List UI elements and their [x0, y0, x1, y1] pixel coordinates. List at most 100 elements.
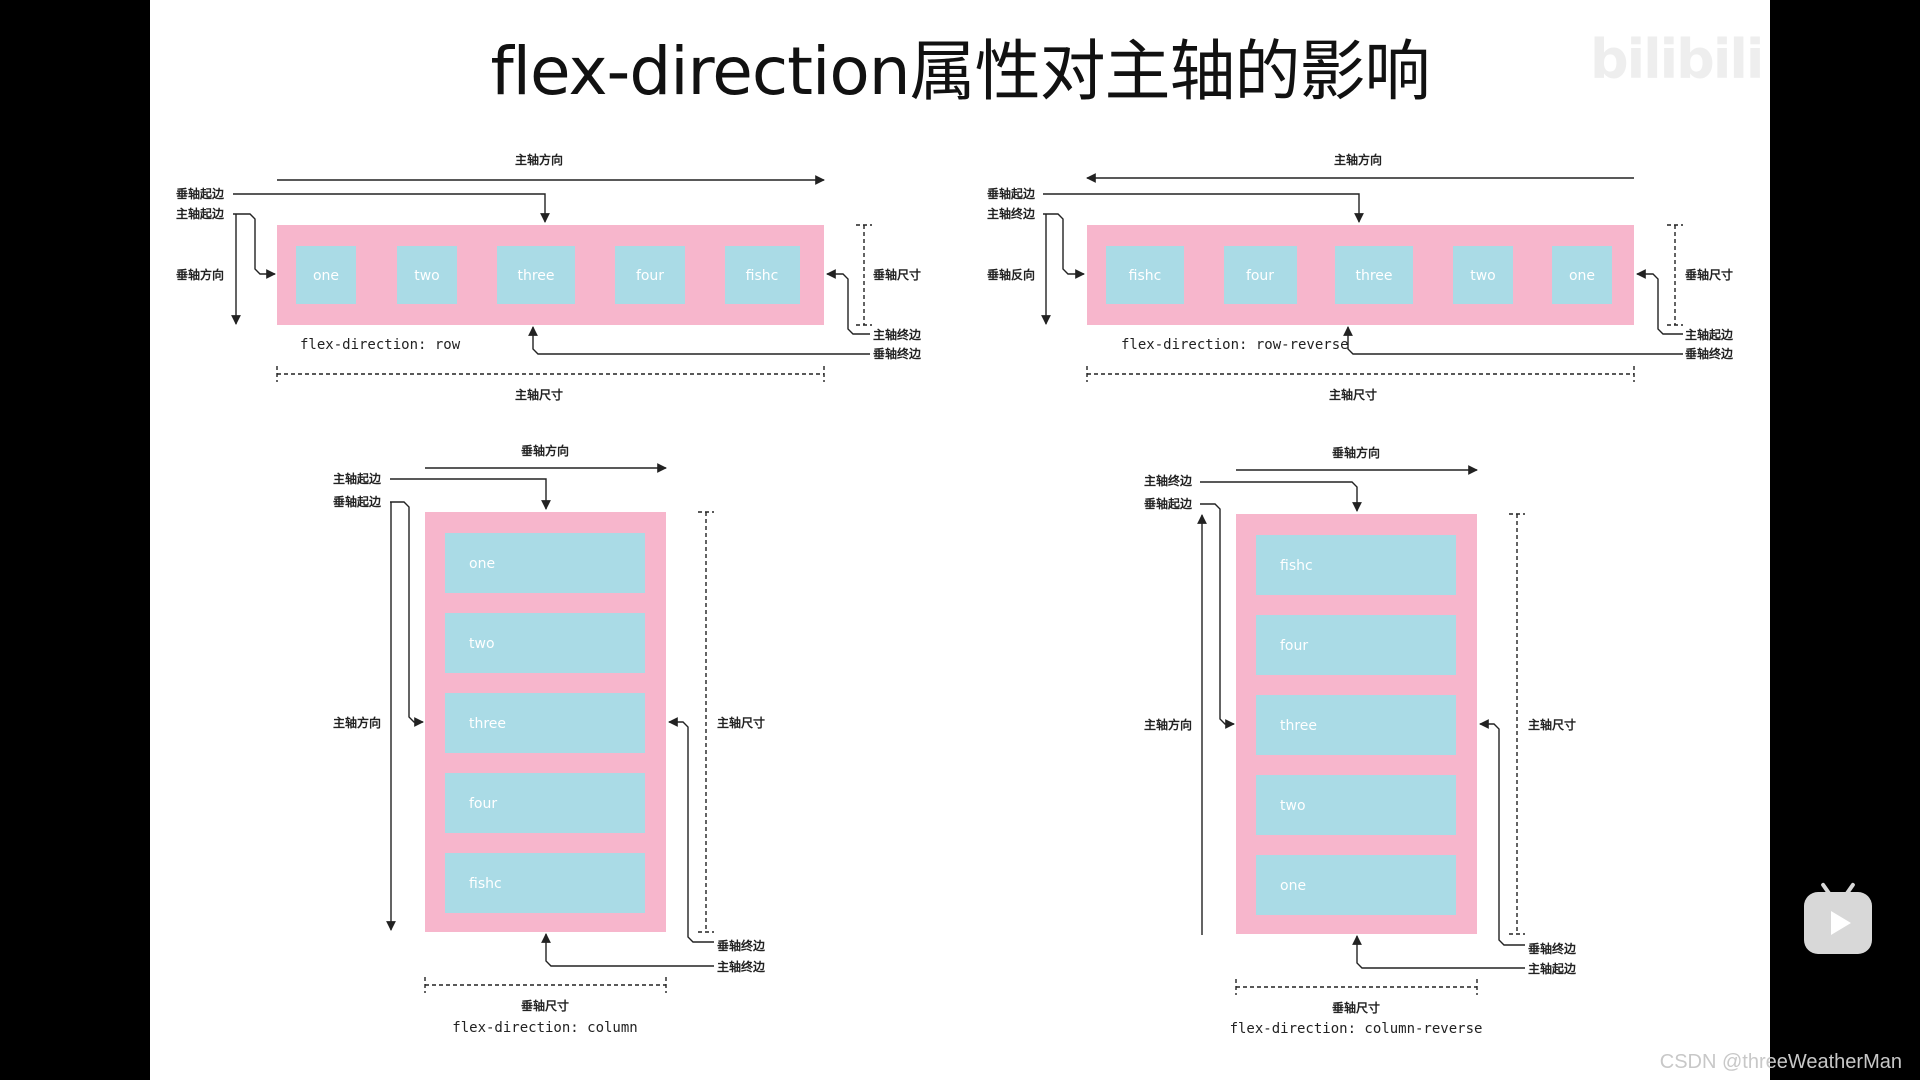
annotations [386, 463, 714, 993]
main-direction-label: 主轴方向 [333, 715, 381, 730]
cross-end-arrow [668, 717, 714, 943]
main-start-arrow [1636, 269, 1683, 335]
flex-item-box [1106, 246, 1184, 304]
flex-item-box [1256, 775, 1456, 835]
cross-size-label: 垂轴尺寸 [1685, 267, 1733, 282]
flex-items: one two three four fishc [445, 533, 645, 913]
flex-item-box [1256, 615, 1456, 675]
flex-item-label: fishc [1280, 558, 1313, 574]
flex-item-label: three [1355, 268, 1392, 284]
main-start-label: 主轴起边 [176, 206, 225, 221]
cross-end-label: 垂轴终边 [1685, 346, 1734, 361]
play-icon[interactable] [1804, 892, 1872, 954]
main-end-label: 主轴终边 [1144, 473, 1193, 488]
cross-start-arrow [1200, 503, 1235, 729]
diagram-caption: flex-direction: row-reverse [1121, 337, 1349, 353]
flex-item-box [1256, 535, 1456, 595]
flex-item-label: two [1470, 268, 1496, 284]
main-start-label: 主轴起边 [1685, 327, 1734, 342]
flex-item-box [1335, 246, 1413, 304]
main-end-label: 主轴终边 [873, 327, 922, 342]
flex-item-label: four [1280, 638, 1308, 654]
cross-reverse-label: 垂轴反向 [987, 267, 1035, 282]
cross-start-arrow [1043, 193, 1364, 223]
cross-start-label: 垂轴起边 [987, 186, 1036, 201]
main-start-arrow [390, 478, 551, 510]
flex-item-box [445, 533, 645, 593]
cross-size-label: 垂轴尺寸 [873, 267, 921, 282]
flex-item-box [397, 246, 457, 304]
flex-item-label: three [517, 268, 554, 284]
bilibili-logo: bilibili [1590, 28, 1764, 91]
main-size-label: 主轴尺寸 [1329, 387, 1377, 402]
flex-item-box [1453, 246, 1513, 304]
cross-start-arrow [390, 501, 424, 727]
main-size-label: 主轴尺寸 [515, 387, 563, 402]
cross-start-arrow [233, 193, 550, 223]
flex-item-label: three [469, 716, 506, 732]
main-direction-label: 主轴方向 [1144, 717, 1192, 732]
main-end-label: 主轴终边 [717, 959, 766, 974]
flex-item-label: two [414, 268, 440, 284]
slide-title: flex-direction属性对主轴的影响 [490, 33, 1430, 110]
cross-direction-label: 垂轴方向 [521, 443, 569, 458]
play-triangle [1831, 911, 1851, 935]
diagram-caption: flex-direction: column [452, 1020, 637, 1036]
diagram-caption: flex-direction: column-reverse [1230, 1021, 1483, 1037]
cross-size-label: 垂轴尺寸 [521, 998, 569, 1013]
main-end-arrow [541, 933, 714, 967]
flex-item-label: fishc [1129, 268, 1162, 284]
flex-items: fishc four three two one [1106, 246, 1612, 304]
main-size-label: 主轴尺寸 [717, 715, 765, 730]
flex-item-label: one [469, 556, 495, 572]
annotations [231, 175, 872, 382]
annotations [1041, 173, 1683, 382]
cross-start-label: 垂轴起边 [176, 186, 225, 201]
cross-end-label: 垂轴终边 [873, 346, 922, 361]
cross-direction-label: 垂轴方向 [1332, 445, 1380, 460]
diagram-column: one two three four fishc 垂轴方向 主轴起边 垂轴起边 … [333, 443, 766, 1036]
main-start-arrow [233, 213, 276, 279]
csdn-watermark: CSDN @threeWeatherMan [1659, 1051, 1902, 1073]
flex-item-box [1552, 246, 1612, 304]
flex-item-label: four [636, 268, 664, 284]
flex-item-label: four [1246, 268, 1274, 284]
flex-item-box [1256, 855, 1456, 915]
cross-direction-label: 垂轴方向 [176, 267, 224, 282]
flex-item-label: three [1280, 718, 1317, 734]
cross-start-label: 垂轴起边 [1144, 496, 1193, 511]
flex-item-box [1256, 695, 1456, 755]
cross-end-label: 垂轴终边 [717, 938, 766, 953]
flex-item-label: one [1280, 878, 1306, 894]
diagram-row: one two three four fishc 主轴方向 垂轴起边 主轴起边 … [176, 152, 922, 402]
flex-item-label: one [1569, 268, 1595, 284]
main-size-label: 主轴尺寸 [1528, 717, 1576, 732]
main-direction-label: 主轴方向 [1334, 152, 1382, 167]
flex-item-box [296, 246, 356, 304]
main-start-label: 主轴起边 [1528, 961, 1577, 976]
cross-end-arrow [1479, 719, 1525, 946]
flex-item-label: two [1280, 798, 1306, 814]
main-end-arrow [826, 269, 870, 335]
annotations [1197, 465, 1525, 995]
flex-item-box [615, 246, 685, 304]
flex-items: one two three four fishc [296, 246, 800, 304]
diagram-caption: flex-direction: row [300, 337, 461, 353]
flex-item-box [725, 246, 800, 304]
diagram-row-reverse: fishc four three two one 主轴方向 垂轴起边 主轴终边 … [987, 152, 1734, 402]
flex-item-label: two [469, 636, 495, 652]
flex-item-box [445, 693, 645, 753]
main-start-label: 主轴起边 [333, 471, 382, 486]
flex-item-box [445, 853, 645, 913]
main-end-arrow [1043, 213, 1085, 279]
flex-item-label: fishc [469, 876, 502, 892]
cross-start-label: 垂轴起边 [333, 494, 382, 509]
cross-end-label: 垂轴终边 [1528, 941, 1577, 956]
flex-item-label: one [313, 268, 339, 284]
main-direction-label: 主轴方向 [515, 152, 563, 167]
flex-item-label: fishc [746, 268, 779, 284]
flex-item-box [1224, 246, 1297, 304]
cross-end-arrow [1343, 326, 1683, 355]
cross-size-label: 垂轴尺寸 [1332, 1000, 1380, 1015]
